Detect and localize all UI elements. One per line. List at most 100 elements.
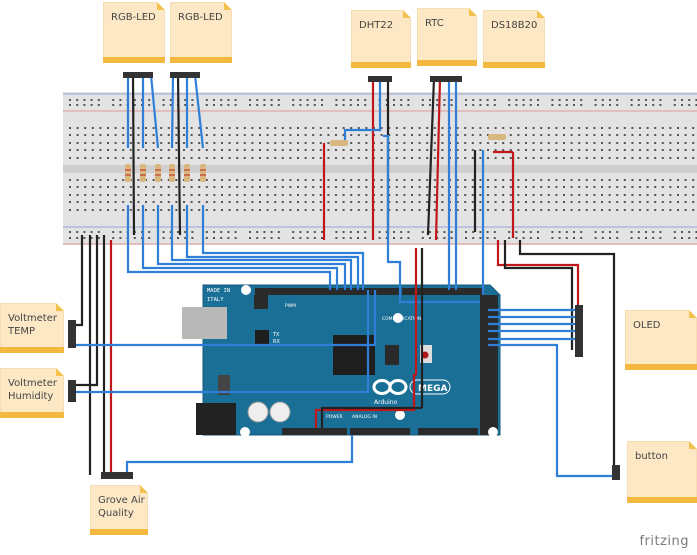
- note-voltmeter-humidity[interactable]: Voltmeter Humidity: [0, 368, 64, 418]
- breadboard-hole: [313, 99, 316, 101]
- note-grove-air-quality[interactable]: Grove Air Quality: [90, 485, 148, 535]
- breadboard-hole: [472, 104, 475, 106]
- breadboard-hole: [114, 157, 117, 159]
- breadboard-hole: [259, 149, 261, 151]
- breadboard-hole: [335, 231, 338, 233]
- breadboard-hole: [403, 179, 406, 181]
- note-rtc[interactable]: RTC: [417, 8, 477, 66]
- regulator: [218, 375, 230, 395]
- breadboard-hole: [380, 127, 383, 129]
- breadboard-hole: [509, 186, 512, 188]
- breadboard-hole: [570, 194, 573, 196]
- breadboard-hole: [175, 209, 178, 211]
- breadboard-hole: [263, 99, 266, 101]
- breadboard-hole: [639, 142, 641, 144]
- note-voltmeter-temp[interactable]: Voltmeter TEMP: [0, 303, 64, 353]
- note-rgb-led-1[interactable]: RGB-LED: [103, 2, 165, 63]
- note-ds18b20[interactable]: DS18B20: [483, 10, 545, 68]
- breadboard-hole: [213, 134, 216, 136]
- breadboard-hole: [593, 134, 596, 136]
- breadboard-hole: [266, 142, 269, 144]
- breadboard-hole: [669, 157, 672, 159]
- breadboard-hole: [277, 231, 280, 233]
- breadboard-hole: [319, 157, 322, 159]
- breadboard-hole: [585, 127, 588, 129]
- mount-hole: [488, 427, 498, 437]
- breadboard-hole: [494, 194, 497, 196]
- breadboard-hole: [145, 134, 147, 136]
- breadboard-hole: [472, 231, 475, 233]
- breadboard-hole: [289, 194, 292, 196]
- wire-voltmeter-temp: [73, 290, 377, 347]
- breadboard-hole: [107, 201, 109, 203]
- note-oled[interactable]: OLED: [625, 310, 697, 370]
- breadboard-hole: [251, 142, 254, 144]
- breadboard-hole: [169, 237, 172, 239]
- wire-rgb-to-mega: [126, 205, 332, 290]
- breadboard-hole: [532, 194, 535, 196]
- breadboard-hole: [114, 134, 117, 136]
- resistor-ds18b20: [488, 134, 506, 140]
- breadboard-hole: [525, 179, 527, 181]
- breadboard-hole: [167, 157, 170, 159]
- breadboard-hole: [388, 179, 391, 181]
- breadboard-hole: [160, 209, 163, 211]
- note-dht22[interactable]: DHT22: [351, 10, 411, 68]
- breadboard-hole: [623, 194, 626, 196]
- breadboard-center-channel: [63, 165, 697, 173]
- breadboard-hole: [312, 127, 315, 129]
- breadboard-hole: [695, 104, 697, 106]
- breadboard-hole: [175, 194, 178, 196]
- breadboard-hole: [540, 209, 543, 211]
- breadboard-hole: [160, 194, 163, 196]
- breadboard-hole: [357, 186, 360, 188]
- breadboard-hole: [517, 201, 520, 203]
- breadboard-hole: [198, 201, 201, 203]
- breadboard-hole: [646, 127, 649, 129]
- breadboard-hole: [517, 194, 520, 196]
- breadboard-hole: [234, 231, 237, 233]
- breadboard-hole: [429, 99, 431, 101]
- breadboard-hole: [601, 194, 603, 196]
- breadboard-hole: [502, 149, 505, 151]
- breadboard-hole: [327, 186, 330, 188]
- breadboard-hole: [532, 209, 535, 211]
- breadboard-hole: [281, 149, 284, 151]
- breadboard-hole: [395, 149, 398, 151]
- breadboard-hole: [148, 104, 151, 106]
- breadboard-hole: [289, 209, 292, 211]
- breadboard-hole: [319, 134, 322, 136]
- wire-rgb-to-mega: [141, 205, 339, 290]
- breadboard-hole: [243, 142, 246, 144]
- breadboard-hole: [152, 201, 155, 203]
- pwm-label: PWM: [285, 303, 296, 309]
- breadboard-hole: [183, 142, 185, 144]
- breadboard-hole: [243, 209, 246, 211]
- note-rgb-led-2[interactable]: RGB-LED: [170, 2, 232, 63]
- breadboard-hole: [616, 134, 619, 136]
- breadboard-hole: [479, 201, 482, 203]
- breadboard-hole: [69, 194, 71, 196]
- breadboard-hole: [114, 179, 117, 181]
- breadboard-hole: [522, 99, 525, 101]
- breadboard-hole: [517, 186, 520, 188]
- note-label: Voltmeter TEMP: [8, 313, 57, 337]
- chip-small: [255, 330, 269, 344]
- breadboard-hole: [304, 201, 307, 203]
- breadboard-hole: [623, 186, 626, 188]
- breadboard-hole: [251, 179, 254, 181]
- breadboard-hole: [479, 99, 482, 101]
- breadboard-hole: [669, 179, 672, 181]
- breadboard-hole: [297, 179, 299, 181]
- note-button[interactable]: button: [627, 441, 697, 503]
- power-label: POWER: [326, 414, 343, 420]
- breadboard-hole: [418, 142, 421, 144]
- reset-button-cap[interactable]: [421, 351, 429, 359]
- breadboard-hole: [493, 99, 496, 101]
- rtc-header: [430, 76, 462, 82]
- breadboard-hole: [364, 231, 367, 233]
- breadboard-hole: [236, 134, 239, 136]
- breadboard-hole: [236, 179, 239, 181]
- breadboard-hole: [145, 149, 147, 151]
- breadboard-hole: [426, 127, 429, 129]
